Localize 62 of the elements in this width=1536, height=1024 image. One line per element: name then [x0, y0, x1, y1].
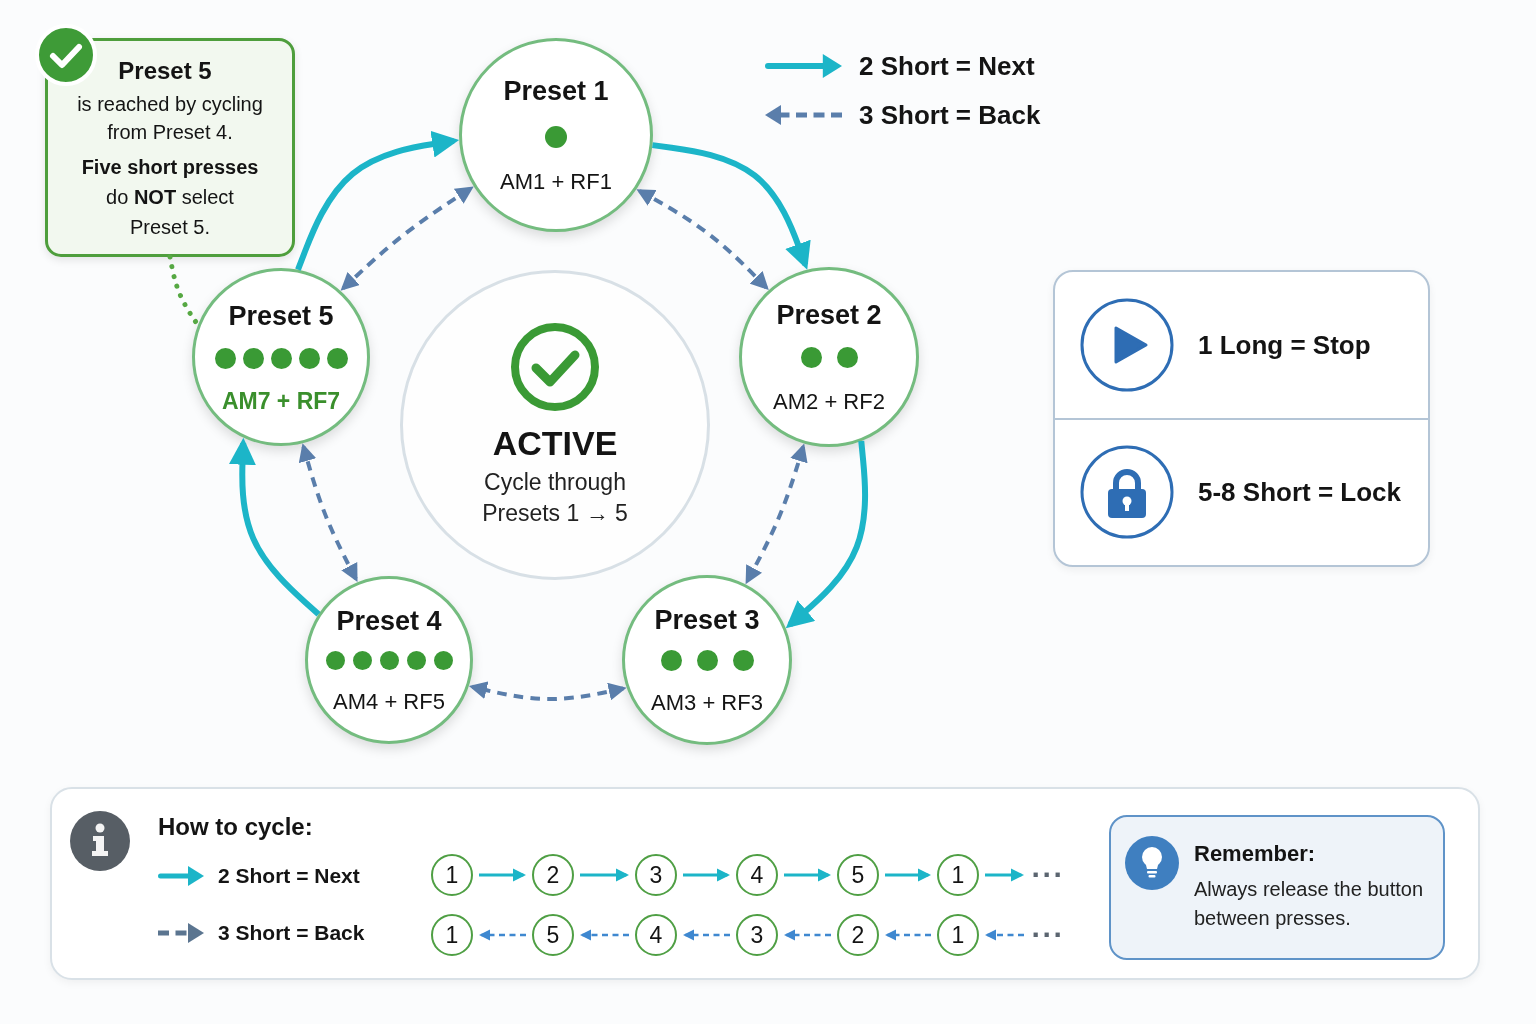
number-circle: 1: [937, 914, 979, 956]
number-circle: 1: [431, 914, 473, 956]
channel-label: AM1 + RF1: [500, 167, 612, 196]
dashed-double-arrow: [468, 681, 627, 702]
number-circle: 1: [431, 854, 473, 896]
legend-text: 3 Short = Back: [859, 98, 1041, 132]
thick-arrow: [228, 437, 321, 617]
legend-text: 2 Short = Next: [859, 49, 1035, 83]
action-panel: [1053, 270, 1430, 567]
dashed-double-arrow: [340, 186, 474, 291]
channel-label: AM2 + RF2: [773, 387, 885, 416]
number-circle: 2: [837, 914, 879, 956]
dashed-arrow: [580, 929, 629, 941]
preset-title: Preset 5: [228, 299, 334, 332]
channel-label: AM7 + RF7: [221, 386, 341, 415]
ellipsis: ···: [1030, 922, 1066, 948]
preset-title: Preset 2: [776, 298, 882, 331]
legend-text: 3 Short = Back: [218, 919, 365, 946]
arrow: [580, 868, 629, 882]
preset-title: Preset 1: [503, 74, 609, 107]
number-circle: 3: [635, 854, 677, 896]
arrow: [784, 868, 831, 882]
action-text: 5-8 Short = Lock: [1198, 475, 1401, 508]
arrow: [985, 868, 1024, 882]
panel-heading: How to cycle:: [158, 812, 313, 842]
number-circle: 4: [635, 914, 677, 956]
dashed-double-arrow: [636, 189, 769, 291]
number-circle: 4: [736, 854, 778, 896]
legend-text: 2 Short = Next: [218, 862, 360, 889]
dashed-double-arrow: [298, 443, 358, 583]
channel-label: AM3 + RF3: [651, 688, 763, 717]
dashed-arrow: [784, 929, 831, 941]
arrow: [479, 868, 526, 882]
ellipsis: ···: [1030, 862, 1066, 888]
arrow: [683, 868, 730, 882]
tip-title: Remember:: [1194, 840, 1316, 868]
preset-title: Preset 3: [654, 603, 760, 636]
dashed-double-arrow: [745, 443, 808, 585]
info-panel: [50, 787, 1480, 980]
arrow: [885, 868, 931, 882]
number-circle: 3: [736, 914, 778, 956]
thick-arrow: [785, 440, 869, 629]
number-circle: 5: [532, 914, 574, 956]
thick-arrow: [295, 130, 460, 271]
channel-label: AM4 + RF5: [333, 687, 445, 716]
action-text: 1 Long = Stop: [1198, 329, 1371, 362]
preset-title: Preset 4: [336, 604, 442, 637]
callout-text: is reached by cycling from Preset 4.: [76, 92, 264, 145]
status-text: Cycle through Presets 1 → 5: [481, 468, 629, 528]
thick-arrow: [652, 142, 811, 270]
dashed-arrow: [985, 929, 1024, 941]
status-title: ACTIVE: [492, 423, 618, 463]
number-circle: 2: [532, 854, 574, 896]
callout-title: Preset 5: [118, 56, 212, 86]
number-circle: 5: [837, 854, 879, 896]
number-circle: 1: [937, 854, 979, 896]
tip-text: Always release the button between presses.: [1194, 876, 1425, 931]
tip-box: [1109, 815, 1445, 960]
dashed-arrow: [683, 929, 730, 941]
dashed-arrow: [885, 929, 931, 941]
dashed-arrow: [479, 929, 526, 941]
callout-text: Five short presses do NOT select Preset 5.: [80, 155, 260, 240]
